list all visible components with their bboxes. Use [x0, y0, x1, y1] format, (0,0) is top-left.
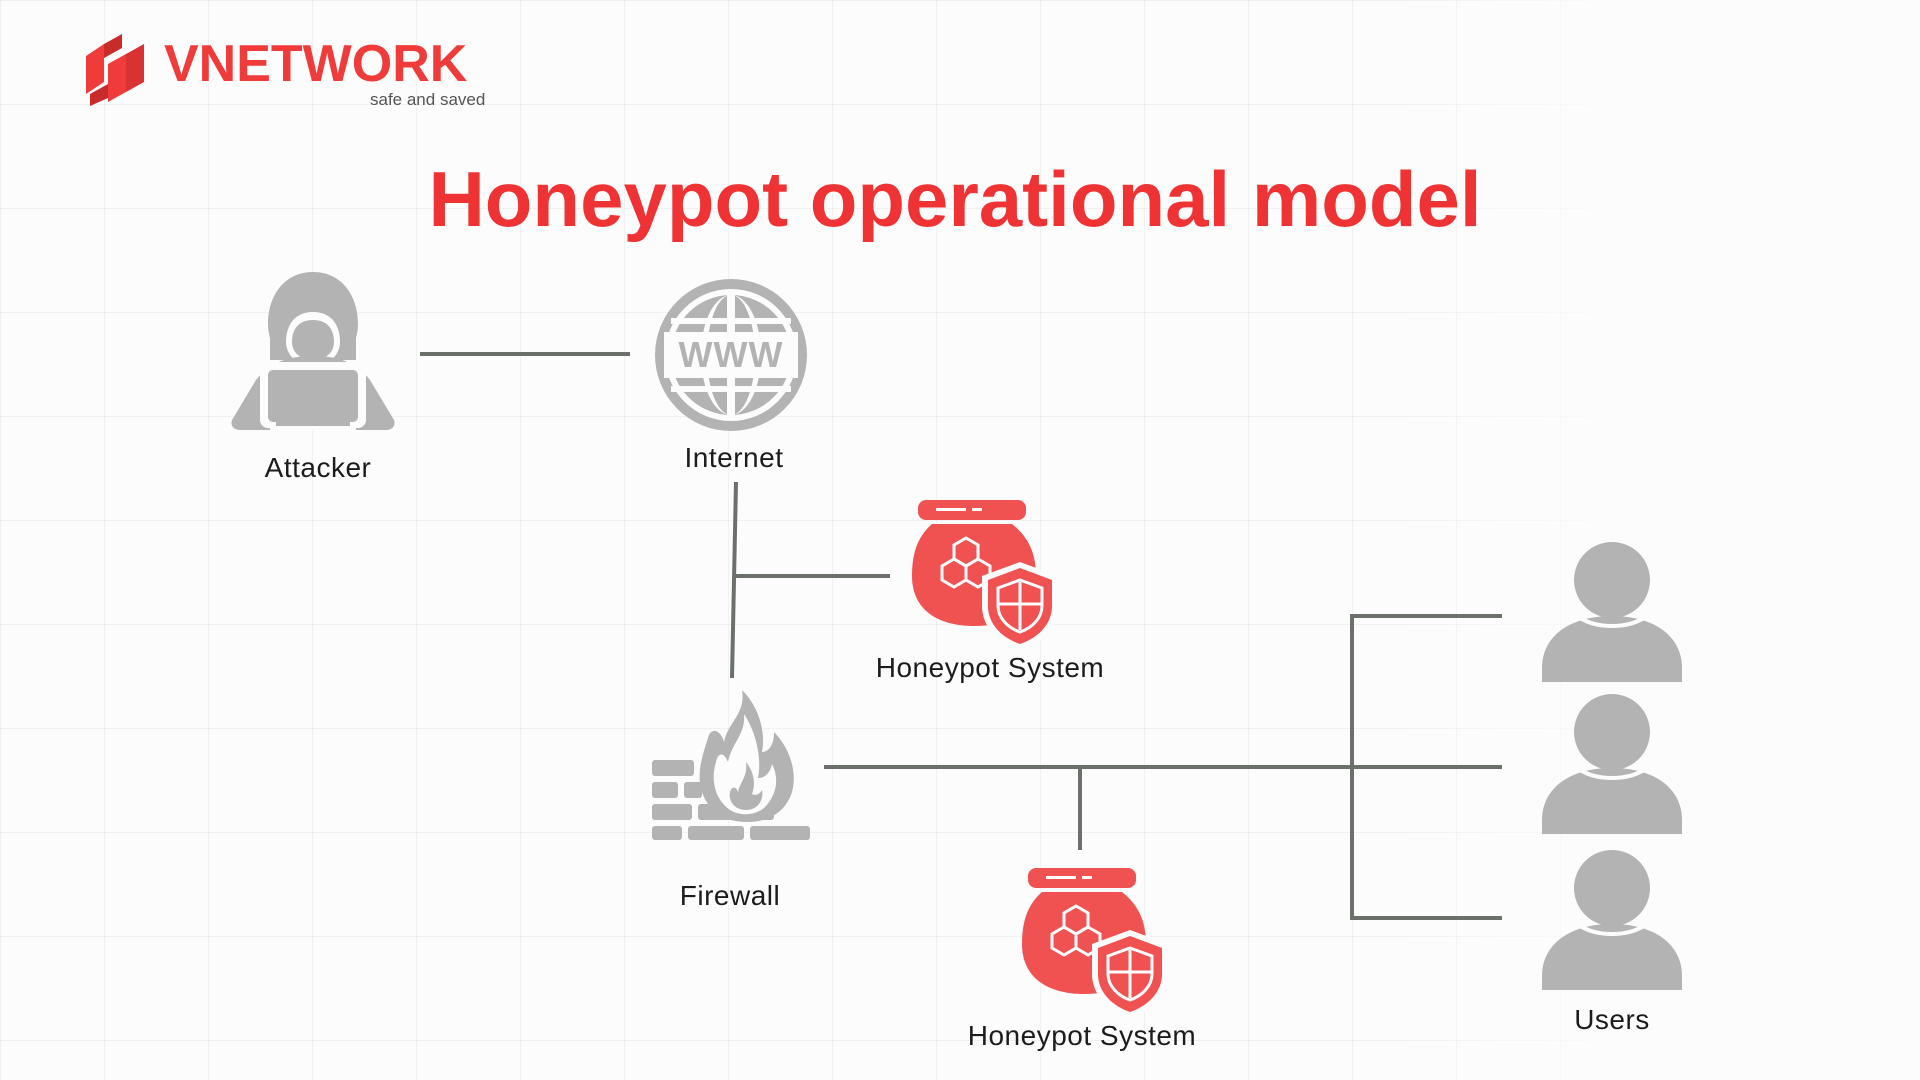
user-icon: [1542, 694, 1682, 834]
edge-internet-firewall: [730, 481, 738, 679]
attacker-label: Attacker: [264, 452, 372, 483]
user-icon: [1542, 542, 1682, 682]
background-fade: [1400, 0, 1920, 1080]
attacker-node[interactable]: [226, 270, 400, 436]
brand-name: VNETWORK: [164, 35, 468, 93]
internet-label: Internet: [684, 442, 784, 473]
internet-node[interactable]: WWW: [650, 274, 812, 436]
firewall-label: Firewall: [679, 880, 781, 911]
globe-www-text: WWW: [679, 334, 784, 375]
firewall-node[interactable]: [650, 688, 812, 840]
diagram-title: Honeypot operational model: [428, 155, 1482, 243]
firewall-icon: [652, 690, 810, 840]
user-node-1[interactable]: [1540, 540, 1684, 682]
users-label: Users: [1574, 1004, 1650, 1035]
vnetwork-logo-icon: [86, 34, 144, 106]
honeypot-bottom-label: Honeypot System: [967, 1020, 1197, 1051]
user-icon: [1542, 850, 1682, 990]
honeypot-top-node[interactable]: [908, 498, 1068, 654]
brand-tagline: safe and saved: [370, 90, 486, 109]
honeypot-shield-icon: [912, 500, 1058, 650]
brand-logo: VNETWORK safe and saved: [82, 34, 502, 114]
honeypot-shield-icon: [1022, 868, 1168, 1018]
edge-users-bracket: [1350, 614, 1502, 920]
hacker-icon: [231, 272, 395, 430]
user-node-3[interactable]: [1540, 848, 1684, 990]
globe-www-icon: WWW: [655, 279, 807, 431]
honeypot-bottom-node[interactable]: [1018, 866, 1178, 1022]
user-node-2[interactable]: [1540, 692, 1684, 834]
honeypot-top-label: Honeypot System: [875, 652, 1105, 683]
